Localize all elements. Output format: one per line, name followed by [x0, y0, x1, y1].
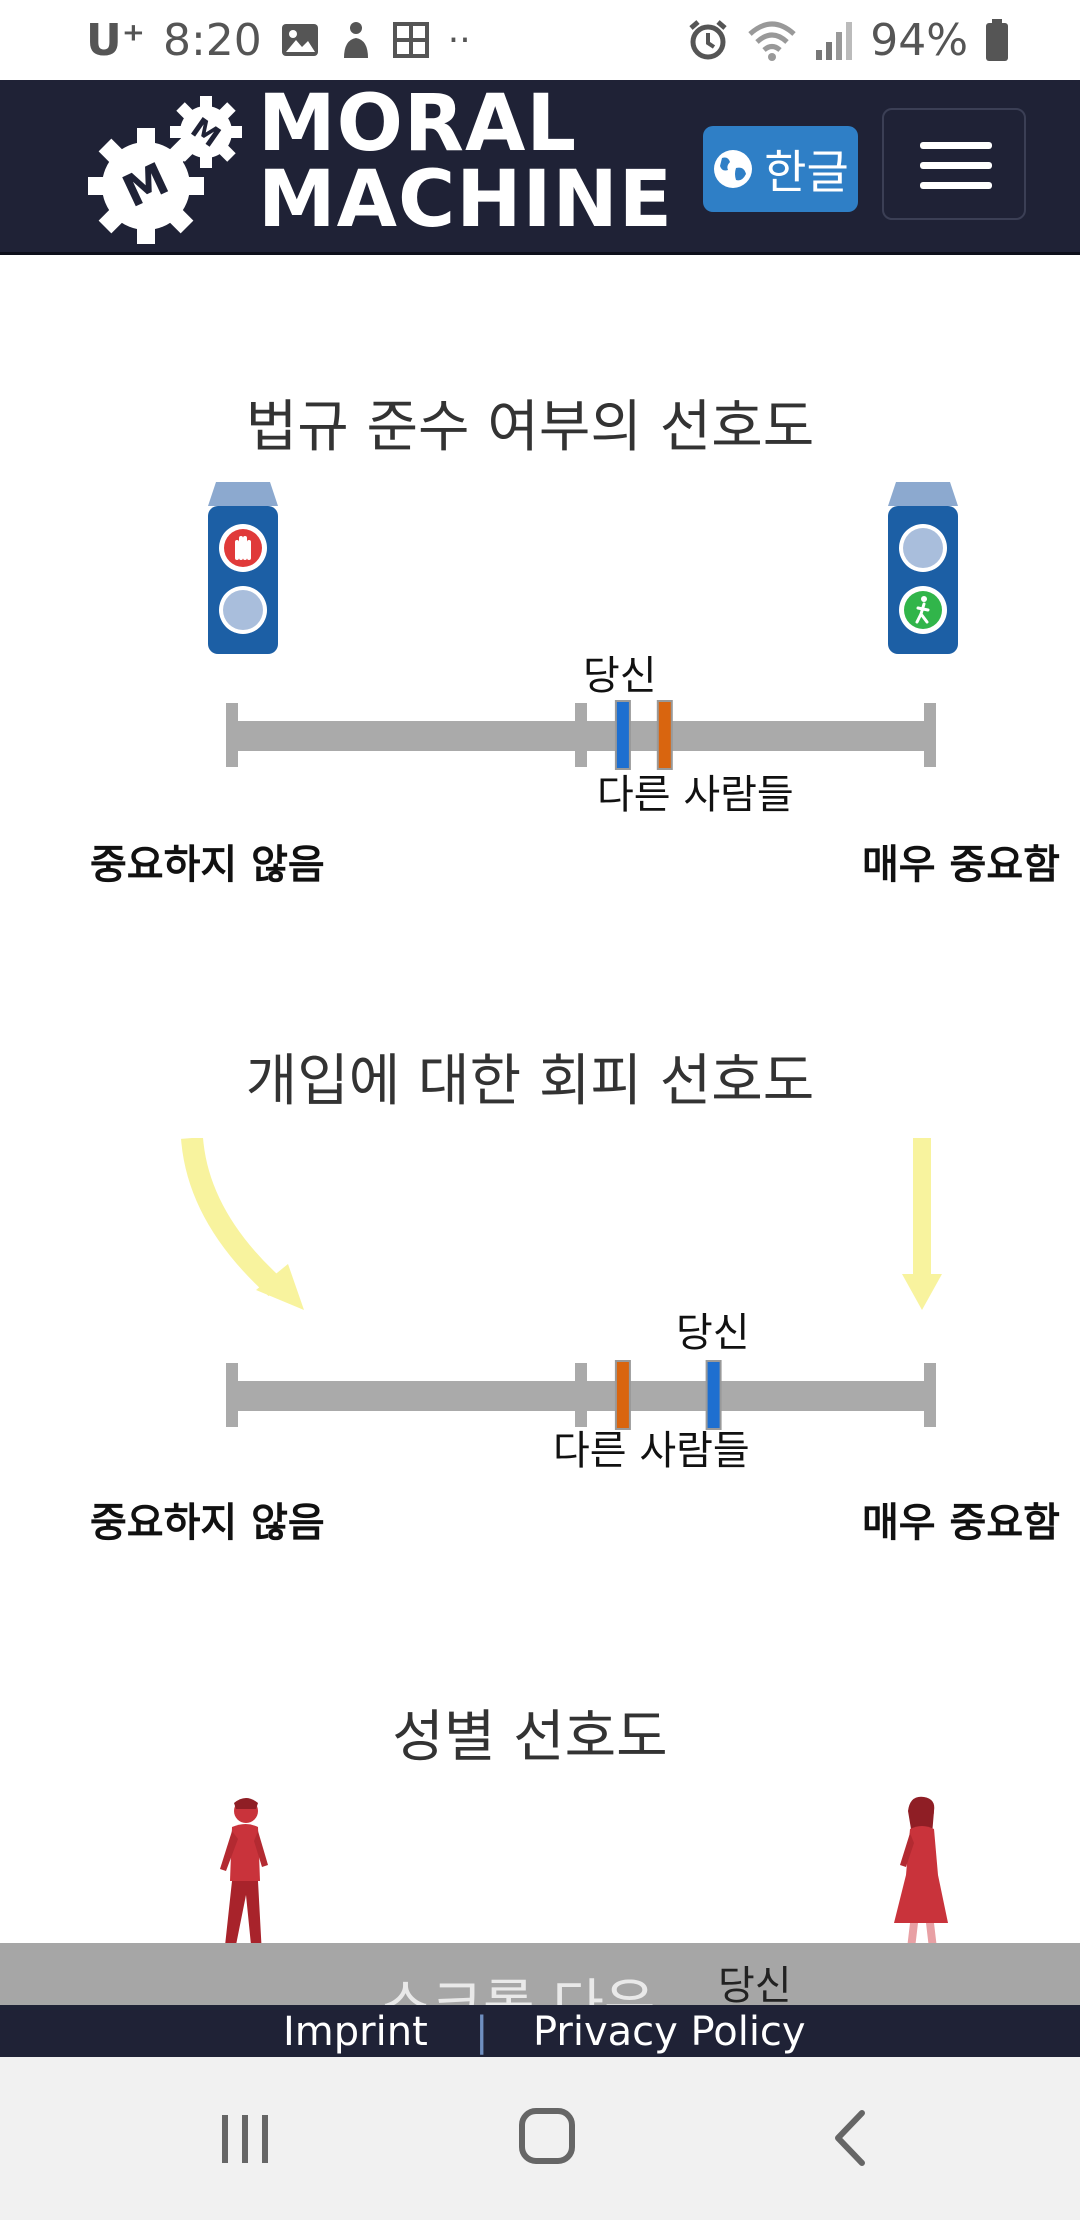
others-marker: [614, 1360, 631, 1430]
signal-icon: [816, 22, 853, 60]
scale-right-cap: [924, 703, 936, 767]
scroll-hint-banner[interactable]: 스크롤 다운 당신: [0, 1943, 1080, 2005]
site-footer: Imprint | Privacy Policy: [0, 2005, 1080, 2057]
language-label: 한글: [764, 145, 849, 199]
menu-line-icon: [920, 142, 992, 149]
you-marker: [705, 1360, 722, 1430]
male-pedestrian-icon: [220, 1798, 268, 1965]
language-button[interactable]: 한글: [703, 126, 858, 212]
footer-separator: |: [475, 2009, 489, 2055]
scale-left-cap: [226, 703, 238, 767]
recent-apps-icon[interactable]: [218, 2113, 272, 2167]
preference-scale-intervention: [226, 1360, 936, 1430]
image-icon: [281, 24, 318, 56]
globe-icon: [714, 150, 753, 188]
dots-icon: ··: [447, 19, 471, 61]
section-title-intervention: 개입에 대한 회피 선호도: [245, 1049, 815, 1114]
you-label-intervention: 당신: [676, 1310, 750, 1356]
alarm-icon: [689, 20, 727, 60]
site-header: M M MORAL MACHINE 한글: [0, 80, 1080, 255]
others-label-law: 다른 사람들: [597, 772, 794, 818]
preference-scale-law: [226, 700, 936, 770]
grid-icon: [392, 22, 429, 58]
logo-line-1: MORAL: [258, 79, 578, 169]
logo-line-2: MACHINE: [258, 155, 674, 245]
status-bar: U⁺ 8:20 ··: [0, 0, 1080, 80]
others-marker: [656, 700, 673, 770]
scale-left-label-intervention: 중요하지 않음: [90, 1500, 325, 1546]
hamburger-menu-button[interactable]: [882, 108, 1026, 220]
wifi-icon: [748, 21, 796, 61]
you-label-gender: 당신: [718, 1963, 792, 2005]
menu-line-icon: [920, 182, 992, 189]
scroll-hint-text: 스크롤 다운: [380, 1961, 655, 2005]
scale-mid-tick: [575, 703, 587, 767]
you-marker: [614, 700, 631, 770]
carrier-label: U⁺: [86, 14, 145, 66]
battery-percent: 94%: [870, 14, 968, 66]
privacy-policy-link[interactable]: Privacy Policy: [533, 2009, 806, 2055]
scale-left-cap: [226, 1363, 238, 1427]
others-label-intervention: 다른 사람들: [553, 1428, 750, 1474]
scale-right-label-law: 매우 중요함: [862, 842, 1060, 888]
section-title-gender: 성별 선호도: [392, 1705, 668, 1770]
scale-left-label-law: 중요하지 않음: [90, 842, 325, 888]
back-icon[interactable]: [828, 2109, 872, 2167]
clock: 8:20: [162, 14, 262, 66]
straight-arrow-icon: [902, 1138, 942, 1310]
battery-icon: [986, 19, 1008, 61]
scale-mid-tick: [575, 1363, 587, 1427]
female-pedestrian-icon: [894, 1796, 948, 1957]
section-title-law: 법규 준수 여부의 선호도: [245, 395, 815, 460]
imprint-link[interactable]: Imprint: [283, 2009, 428, 2055]
traffic-light-green-icon: [888, 482, 958, 654]
logo-wordmark[interactable]: MORAL MACHINE: [258, 79, 674, 245]
curved-arrow-icon: [181, 1138, 304, 1310]
scale-right-label-intervention: 매우 중요함: [862, 1500, 1060, 1546]
you-label-law: 당신: [583, 653, 657, 699]
system-navigation-bar: [0, 2057, 1080, 2220]
menu-line-icon: [920, 162, 992, 169]
moral-machine-logo-icon[interactable]: M M: [88, 94, 248, 244]
home-icon[interactable]: [518, 2107, 576, 2165]
scale-right-cap: [924, 1363, 936, 1427]
traffic-light-red-icon: [208, 482, 278, 654]
bixby-icon: [343, 22, 368, 58]
